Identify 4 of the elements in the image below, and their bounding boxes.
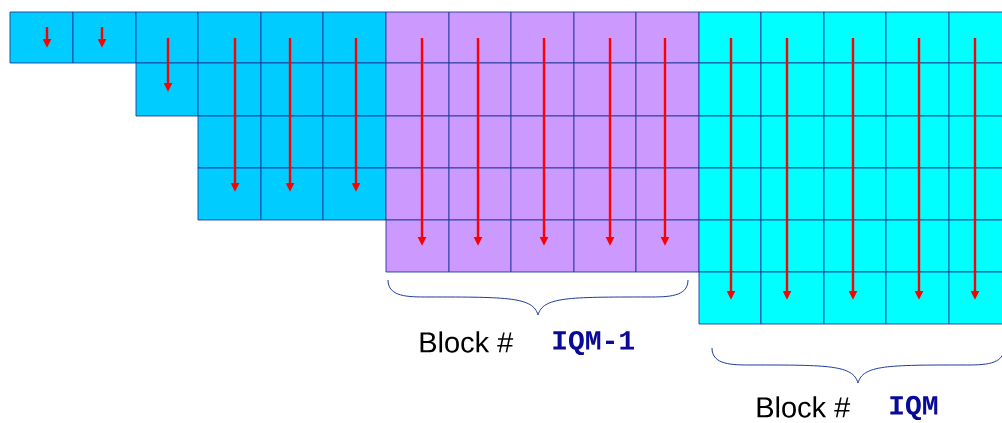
block-label: Block #: [420, 331, 514, 353]
block-label: Block #: [757, 396, 851, 418]
block-number: IQM-1: [553, 330, 634, 356]
block-number: IQM: [890, 395, 938, 421]
